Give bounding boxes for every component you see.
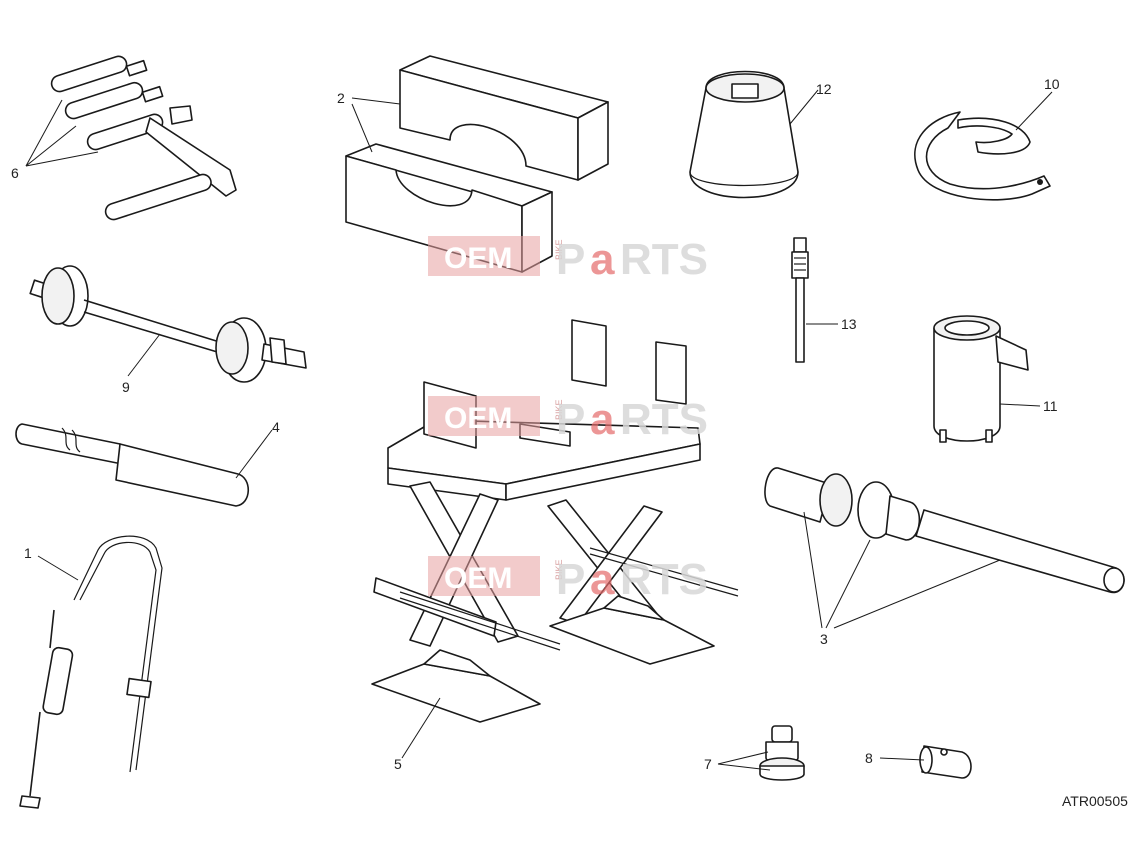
svg-text:BIKE: BIKE — [554, 239, 564, 260]
callout-10: 10 — [1044, 76, 1060, 92]
callout-2: 2 — [337, 90, 345, 106]
callout-9: 9 — [122, 379, 130, 395]
svg-text:P: P — [556, 235, 585, 284]
svg-text:OEM: OEM — [444, 402, 512, 435]
leader-lines — [25, 89, 1053, 771]
svg-text:P: P — [556, 555, 585, 604]
svg-text:a: a — [590, 395, 615, 444]
reference-code: ATR00505 — [1062, 793, 1128, 809]
watermark-bottom: OEM BIKE P a RTS — [428, 555, 708, 604]
part-4-drift-tube — [15, 423, 250, 507]
part-12-conical-socket — [689, 70, 799, 199]
callout-1: 1 — [24, 545, 32, 561]
svg-text:a: a — [590, 555, 615, 604]
callout-3: 3 — [820, 631, 828, 647]
callout-11: 11 — [1043, 398, 1058, 414]
part-6-pin-set — [50, 55, 237, 221]
svg-text:RTS: RTS — [620, 555, 708, 604]
svg-text:P: P — [556, 395, 585, 444]
part-1-bent-rod — [19, 535, 163, 809]
part-2-clamp-blocks — [345, 55, 609, 273]
part-9-bearing-puller — [29, 265, 307, 383]
svg-text:RTS: RTS — [620, 395, 708, 444]
callout-labels: 1 2 3 4 5 6 7 8 9 10 11 12 13 — [11, 76, 1060, 772]
watermark-middle: OEM BIKE P a RTS — [428, 395, 708, 444]
part-5-scissor-stand — [371, 319, 739, 723]
svg-text:a: a — [590, 235, 615, 284]
callout-6: 6 — [11, 165, 19, 181]
callout-5: 5 — [394, 756, 402, 772]
svg-text:BIKE: BIKE — [554, 559, 564, 580]
svg-text:OEM: OEM — [444, 562, 512, 595]
callout-8: 8 — [865, 750, 873, 766]
callout-7: 7 — [704, 756, 712, 772]
watermark-top: OEM BIKE P a RTS — [428, 235, 708, 284]
part-7-adapter — [759, 725, 805, 781]
callout-12: 12 — [816, 81, 832, 97]
svg-text:BIKE: BIKE — [554, 399, 564, 420]
part-11-cylinder-holder — [933, 315, 1029, 443]
callout-13: 13 — [841, 316, 857, 332]
callout-4: 4 — [272, 419, 280, 435]
part-13-test-probe — [791, 237, 809, 363]
svg-text:RTS: RTS — [620, 235, 708, 284]
part-3-stepped-drift-set — [764, 467, 1125, 594]
part-10-ring-spanner — [914, 111, 1051, 201]
part-8-bushing — [919, 745, 972, 779]
svg-text:OEM: OEM — [444, 242, 512, 275]
